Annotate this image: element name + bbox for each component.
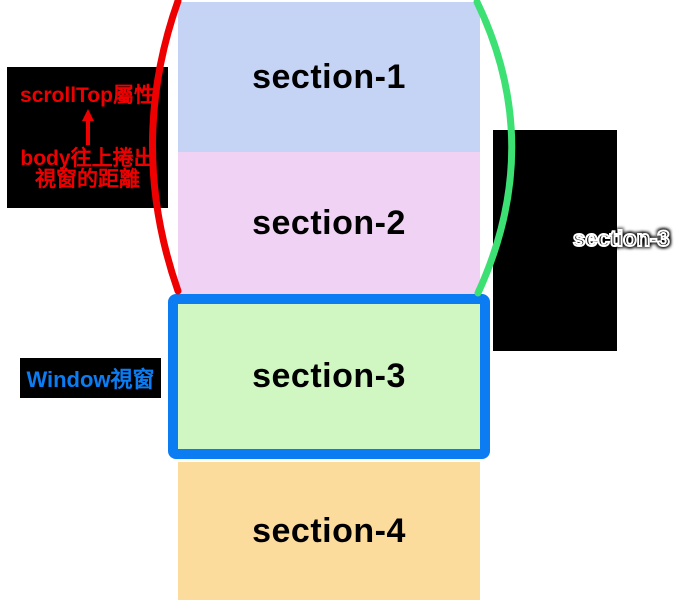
section-2-block: section-2 bbox=[178, 152, 480, 294]
section-3-label: section-3 bbox=[252, 357, 406, 395]
right-callout-box: section-3 bbox=[493, 130, 671, 351]
section-1-block: section-1 bbox=[178, 2, 480, 152]
scrolltop-desc-2: 視窗的距離 bbox=[35, 168, 140, 191]
scrolltop-title: scrollTop屬性 bbox=[20, 84, 155, 107]
window-viewport-callout: Window視窗 bbox=[20, 358, 161, 398]
scrolltop-callout: scrollTop屬性 body往上捲出 視窗的距離 bbox=[7, 67, 168, 208]
up-arrow-icon bbox=[79, 109, 97, 145]
section-2-label: section-2 bbox=[252, 203, 406, 242]
scrolltop-desc-1: body往上捲出 bbox=[20, 147, 155, 170]
section-4-block: section-4 bbox=[178, 462, 480, 600]
window-viewport-frame: section-3 bbox=[168, 294, 490, 459]
section-1-label: section-1 bbox=[252, 57, 406, 96]
window-label: Window視窗 bbox=[26, 367, 155, 392]
section-4-label: section-4 bbox=[252, 511, 406, 550]
right-callout-label: section-3 bbox=[572, 225, 671, 252]
